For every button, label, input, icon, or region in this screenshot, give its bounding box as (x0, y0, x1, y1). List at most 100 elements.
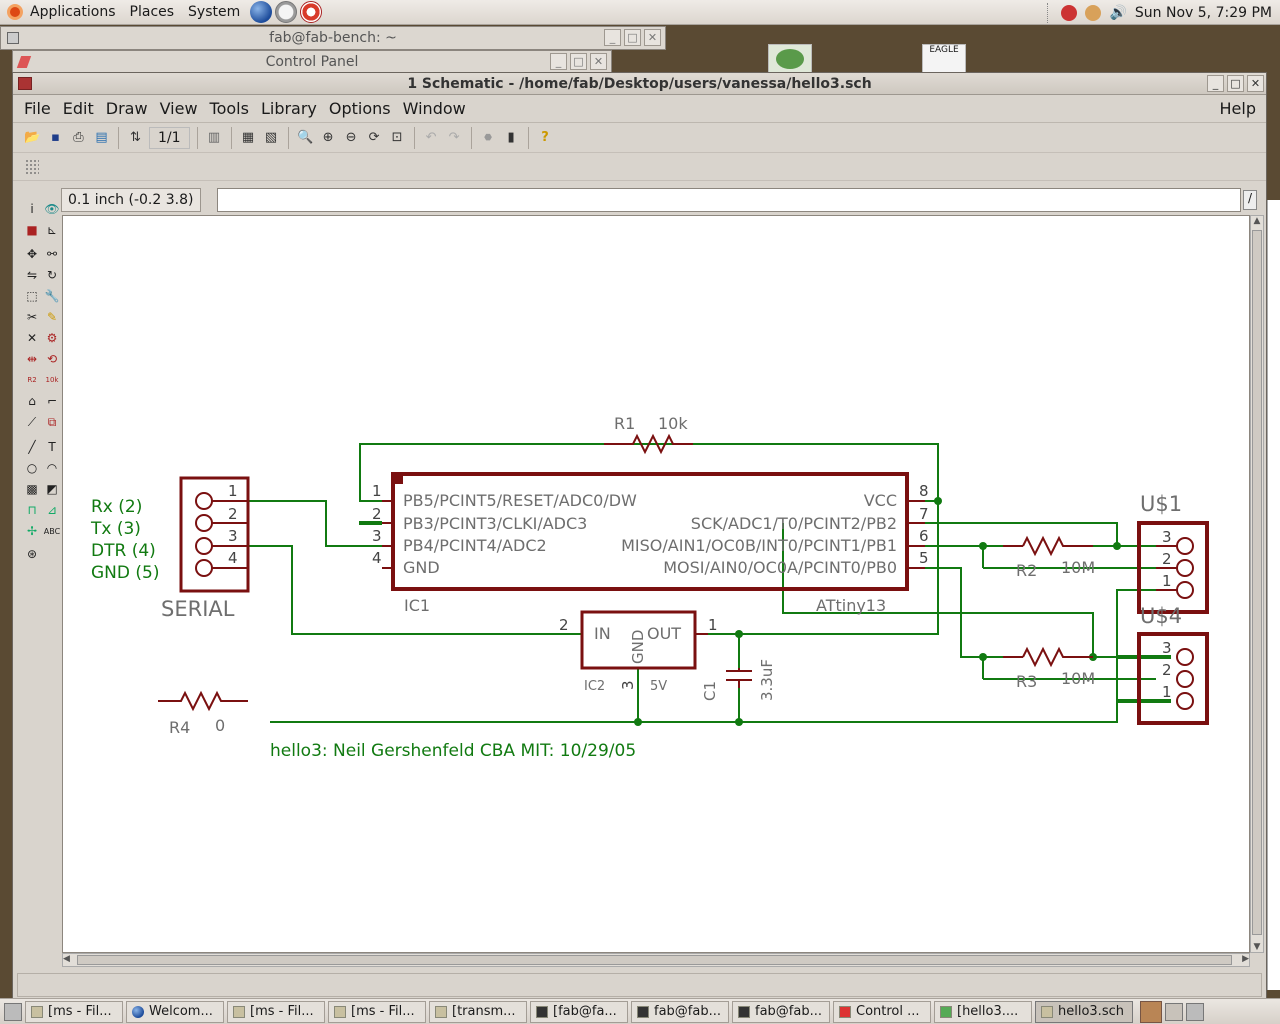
delete-icon[interactable]: ✕ (26, 331, 38, 345)
smash-icon[interactable]: ⌂ (28, 394, 36, 408)
go-icon[interactable]: ▮ (507, 130, 515, 145)
places-menu[interactable]: Places (129, 4, 175, 20)
maximize-icon[interactable]: □ (570, 53, 587, 70)
bus-icon[interactable]: ⊓ (27, 503, 37, 517)
zoom-out-icon[interactable]: ⊖ (345, 130, 357, 145)
wire-icon[interactable]: ╱ (28, 440, 36, 454)
menu-window[interactable]: Window (402, 99, 466, 118)
close-icon[interactable]: ✕ (644, 29, 661, 46)
scroll-left-icon[interactable]: ◀ (63, 954, 70, 964)
group-icon[interactable]: ⬚ (26, 289, 38, 303)
system-menu[interactable]: System (188, 4, 241, 20)
serial-connector[interactable]: 1 2 3 4 SERIAL (161, 476, 250, 621)
mark-icon[interactable]: ⊾ (46, 223, 58, 237)
menu-edit[interactable]: Edit (62, 99, 94, 118)
update-notifier-icon[interactable] (1061, 4, 1078, 21)
show-desktop-icon[interactable] (4, 1002, 22, 1021)
eagle-app-icon[interactable] (18, 77, 32, 90)
help-icon[interactable]: ? (541, 130, 549, 145)
use-library-icon[interactable]: ▥ (207, 130, 221, 145)
pinswap-icon[interactable]: ⇹ (26, 352, 38, 366)
zoom-in-icon[interactable]: ⊕ (322, 130, 334, 145)
workspace-1-icon[interactable] (1140, 1000, 1162, 1023)
task-button[interactable]: [ms - Fil... (227, 1000, 325, 1023)
run-ulp-icon[interactable]: ▧ (264, 130, 278, 145)
scroll-thumb[interactable] (1252, 230, 1262, 935)
browser-launcher-icon[interactable] (250, 1, 273, 23)
redo-icon[interactable]: ↷ (448, 130, 460, 145)
toolbar-grip-icon[interactable] (25, 158, 39, 175)
resistor-r4[interactable]: R4 0 (158, 690, 248, 737)
polygon-icon[interactable]: ◩ (46, 482, 58, 496)
label-icon[interactable]: ABC (43, 526, 61, 536)
volume-icon[interactable]: 🔊 (1109, 4, 1127, 21)
help-launcher-icon[interactable] (300, 1, 323, 23)
menu-draw[interactable]: Draw (105, 99, 148, 118)
maximize-icon[interactable]: □ (624, 29, 641, 46)
replace-icon[interactable]: ⟲ (46, 352, 58, 366)
capacitor-c1[interactable]: C1 3.3uF (701, 659, 776, 701)
partial-background-window[interactable] (1267, 200, 1280, 990)
minimize-icon[interactable]: _ (1207, 75, 1224, 92)
arc-icon[interactable]: ◠ (46, 461, 58, 475)
redraw-icon[interactable]: ⟳ (368, 130, 380, 145)
menu-file[interactable]: File (24, 99, 51, 118)
menu-help[interactable]: Help (1219, 99, 1256, 118)
ic1-attiny13[interactable]: 1 2 3 4 8 7 6 5 PB5/PCINT5/RESET/ADC0/DW… (372, 472, 929, 615)
show-icon[interactable]: 👁 (44, 202, 60, 216)
scroll-down-icon[interactable]: ▼ (1253, 942, 1261, 952)
resistor-r2[interactable]: R2 10M (1003, 535, 1095, 580)
erc-icon[interactable]: ⊛ (26, 547, 38, 561)
task-button[interactable]: Control ... (833, 1000, 931, 1023)
change-icon[interactable]: 🔧 (44, 289, 60, 303)
scroll-right-icon[interactable]: ▶ (1242, 954, 1249, 964)
cam-processor-icon[interactable]: ▤ (95, 130, 108, 145)
print-icon[interactable]: ⎙ (73, 130, 84, 145)
clock-launcher-icon[interactable] (275, 1, 298, 23)
horizontal-scrollbar[interactable]: ◀ ▶ (62, 953, 1250, 967)
info-icon[interactable]: i (30, 202, 34, 216)
task-button[interactable]: [ms - Fil... (25, 1000, 123, 1023)
command-line-input[interactable] (217, 188, 1241, 212)
applications-menu[interactable]: Applications (30, 4, 116, 20)
rotate-icon[interactable]: ↻ (46, 268, 58, 282)
menu-options[interactable]: Options (328, 99, 391, 118)
copy-icon[interactable]: ⚯ (46, 247, 58, 261)
rect-icon[interactable]: ▩ (26, 482, 38, 496)
menu-library[interactable]: Library (260, 99, 317, 118)
page-switch-icon[interactable]: ⇅ (130, 130, 141, 145)
connector-u1[interactable]: 3 2 1 U$1 (1137, 492, 1209, 614)
mirror-icon[interactable]: ⇋ (26, 268, 38, 282)
menu-view[interactable]: View (159, 99, 198, 118)
task-button[interactable]: fab@fab... (631, 1000, 729, 1023)
task-button[interactable]: [transm... (429, 1000, 527, 1023)
paste-icon[interactable]: ✎ (46, 310, 58, 324)
save-icon[interactable]: ▪ (51, 130, 60, 145)
close-icon[interactable]: ✕ (590, 53, 607, 70)
move-icon[interactable]: ✥ (26, 247, 38, 261)
zoom-select-icon[interactable]: ⊡ (391, 130, 403, 145)
task-button[interactable]: [fab@fa... (530, 1000, 628, 1023)
circle-icon[interactable]: ○ (26, 461, 38, 475)
vertical-scrollbar[interactable]: ▲ ▼ (1250, 215, 1264, 953)
display-icon[interactable]: ■ (26, 223, 38, 237)
terminal-window-bg[interactable]: fab@fab-bench: ~ _ □ ✕ (0, 26, 666, 50)
page-selector[interactable]: 1/1 (149, 126, 190, 149)
net-icon[interactable]: ⊿ (46, 503, 58, 517)
eagle-desktop-icon[interactable]: EAGLE (922, 44, 966, 74)
resistor-r1[interactable]: R1 10k (604, 414, 693, 455)
minimize-icon[interactable]: _ (550, 53, 567, 70)
menu-tools[interactable]: Tools (209, 99, 249, 118)
miter-icon[interactable]: ⌐ (46, 394, 58, 408)
junction-icon[interactable]: ✢ (26, 524, 38, 538)
connector-u4[interactable]: 3 2 1 U$4 (1137, 604, 1209, 725)
scroll-thumb[interactable] (77, 955, 1232, 965)
window-titlebar[interactable]: 1 Schematic - /home/fab/Desktop/users/va… (13, 73, 1266, 95)
add-icon[interactable]: ⚙ (46, 331, 58, 345)
workspace-2-icon[interactable] (1165, 1002, 1183, 1021)
stop-icon[interactable]: ⬣ (484, 132, 492, 143)
task-button[interactable]: fab@fab... (732, 1000, 830, 1023)
run-script-icon[interactable]: ▦ (241, 130, 255, 145)
control-panel-window-bg[interactable]: Control Panel _ □ ✕ (12, 50, 612, 74)
value-icon[interactable]: 10k (45, 376, 59, 384)
